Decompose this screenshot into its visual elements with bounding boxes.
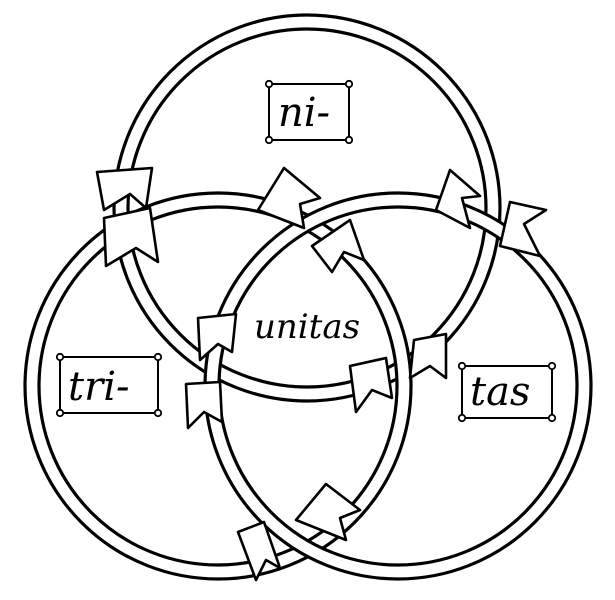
arrow-mark-bottom-center bbox=[294, 482, 362, 542]
arrow-mark-center-right bbox=[348, 356, 394, 414]
label-left: tri- bbox=[68, 364, 130, 410]
label-right: tas bbox=[470, 369, 530, 415]
ring-top bbox=[112, 13, 502, 403]
label-box-top: ni- bbox=[264, 79, 354, 145]
label-center: unitas bbox=[254, 307, 360, 347]
arrow-mark-bottom bbox=[236, 520, 282, 582]
arrow-mark-right-upper bbox=[498, 200, 548, 258]
arrow-mark-top-left bbox=[95, 166, 154, 212]
arrow-mark-top-right bbox=[434, 168, 482, 230]
arrow-mark-left-lower bbox=[184, 380, 224, 430]
arrow-marks bbox=[95, 166, 548, 582]
ring-left bbox=[23, 191, 413, 581]
label-box-left: tri- bbox=[55, 352, 163, 418]
arrow-mark-top-center bbox=[256, 166, 322, 230]
label-top: ni- bbox=[278, 90, 330, 136]
label-box-right: tas bbox=[457, 361, 557, 423]
arrow-mark-left-upper bbox=[102, 206, 160, 268]
arrow-mark-center-upper bbox=[310, 218, 366, 274]
arrow-mark-right-lower bbox=[408, 332, 448, 380]
arrow-mark-left-center bbox=[196, 312, 238, 362]
